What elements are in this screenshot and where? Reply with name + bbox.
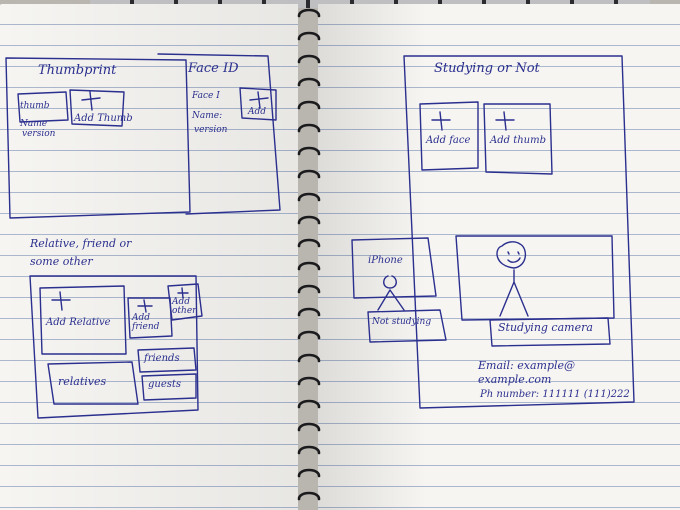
iphone-box: [351, 237, 437, 299]
add-friend-plus-icon: [137, 299, 153, 313]
not-studying-slot: [367, 309, 447, 343]
face-add-label: Add: [248, 107, 267, 117]
face-version-line: version: [194, 125, 228, 135]
add-relative-label: Add Relative: [46, 317, 111, 328]
add-thumb-slot-right: [483, 103, 553, 175]
face-slot-label: Face I: [192, 91, 220, 101]
not-studying-label: Not studying: [372, 317, 432, 327]
add-relative-plus-icon: [51, 291, 71, 311]
relatives-tab-label: relatives: [58, 375, 107, 388]
thumb-slot-label: thumb: [20, 101, 50, 111]
relatives-tab: [47, 361, 139, 405]
thumb-version-line: version: [22, 129, 56, 139]
camera-box: [455, 235, 615, 321]
relatives-heading-line1: Relative, friend or: [30, 237, 132, 250]
friends-tab-label: friends: [144, 353, 180, 364]
studying-camera-label: Studying camera: [498, 321, 593, 334]
notebook-left-page: [0, 4, 298, 510]
stick-figure-face: [507, 251, 521, 263]
add-face-label: Add face: [426, 135, 471, 146]
add-thumb-slot: [69, 89, 125, 127]
email-line-2: example.com: [478, 373, 552, 386]
add-relative-slot: [39, 285, 127, 355]
friends-tab: [137, 347, 197, 373]
add-thumb-plus-icon: [81, 91, 101, 111]
studying-title: Studying or Not: [434, 61, 540, 76]
notebook-right-page: [318, 4, 680, 510]
face-id-box: [157, 53, 281, 215]
add-other-slot: [167, 283, 203, 321]
face-plus-icon: [249, 91, 269, 109]
relatives-box: [29, 275, 199, 419]
studying-box: [403, 55, 635, 409]
add-thumb-label: Add Thumb: [74, 113, 133, 124]
add-friend-label: Add friend: [132, 313, 160, 332]
add-friend-slot: [127, 297, 173, 339]
add-other-plus-icon: [177, 287, 189, 299]
add-other-label: Add other: [172, 297, 197, 316]
stick-figure-left: [377, 275, 405, 311]
spiral-binding: [297, 8, 321, 501]
email-line: Email: example@: [478, 359, 576, 372]
relatives-heading-line2: some other: [30, 255, 93, 268]
iphone-label: iPhone: [368, 255, 403, 266]
studying-camera-button: [489, 317, 611, 347]
stick-figure-body: [499, 269, 529, 317]
add-face-slot: [419, 101, 479, 171]
thumbprint-title: Thumbprint: [38, 63, 117, 78]
face-add-slot: [239, 87, 277, 121]
thumb-slot: [17, 91, 69, 123]
add-thumb-plus-icon-right: [495, 111, 515, 131]
thumbprint-box: [5, 57, 191, 219]
add-face-plus-icon: [431, 111, 451, 131]
face-id-title: Face ID: [188, 61, 239, 76]
add-thumb-label-right: Add thumb: [490, 135, 546, 146]
guests-tab-label: guests: [148, 379, 182, 390]
stick-figure-head: [496, 241, 527, 269]
thumb-name-line: Name: [20, 119, 48, 129]
phone-number-line: Ph number: 111111 (111)222: [480, 389, 630, 400]
guests-tab: [141, 373, 197, 401]
face-name-line: Name:: [192, 111, 223, 121]
